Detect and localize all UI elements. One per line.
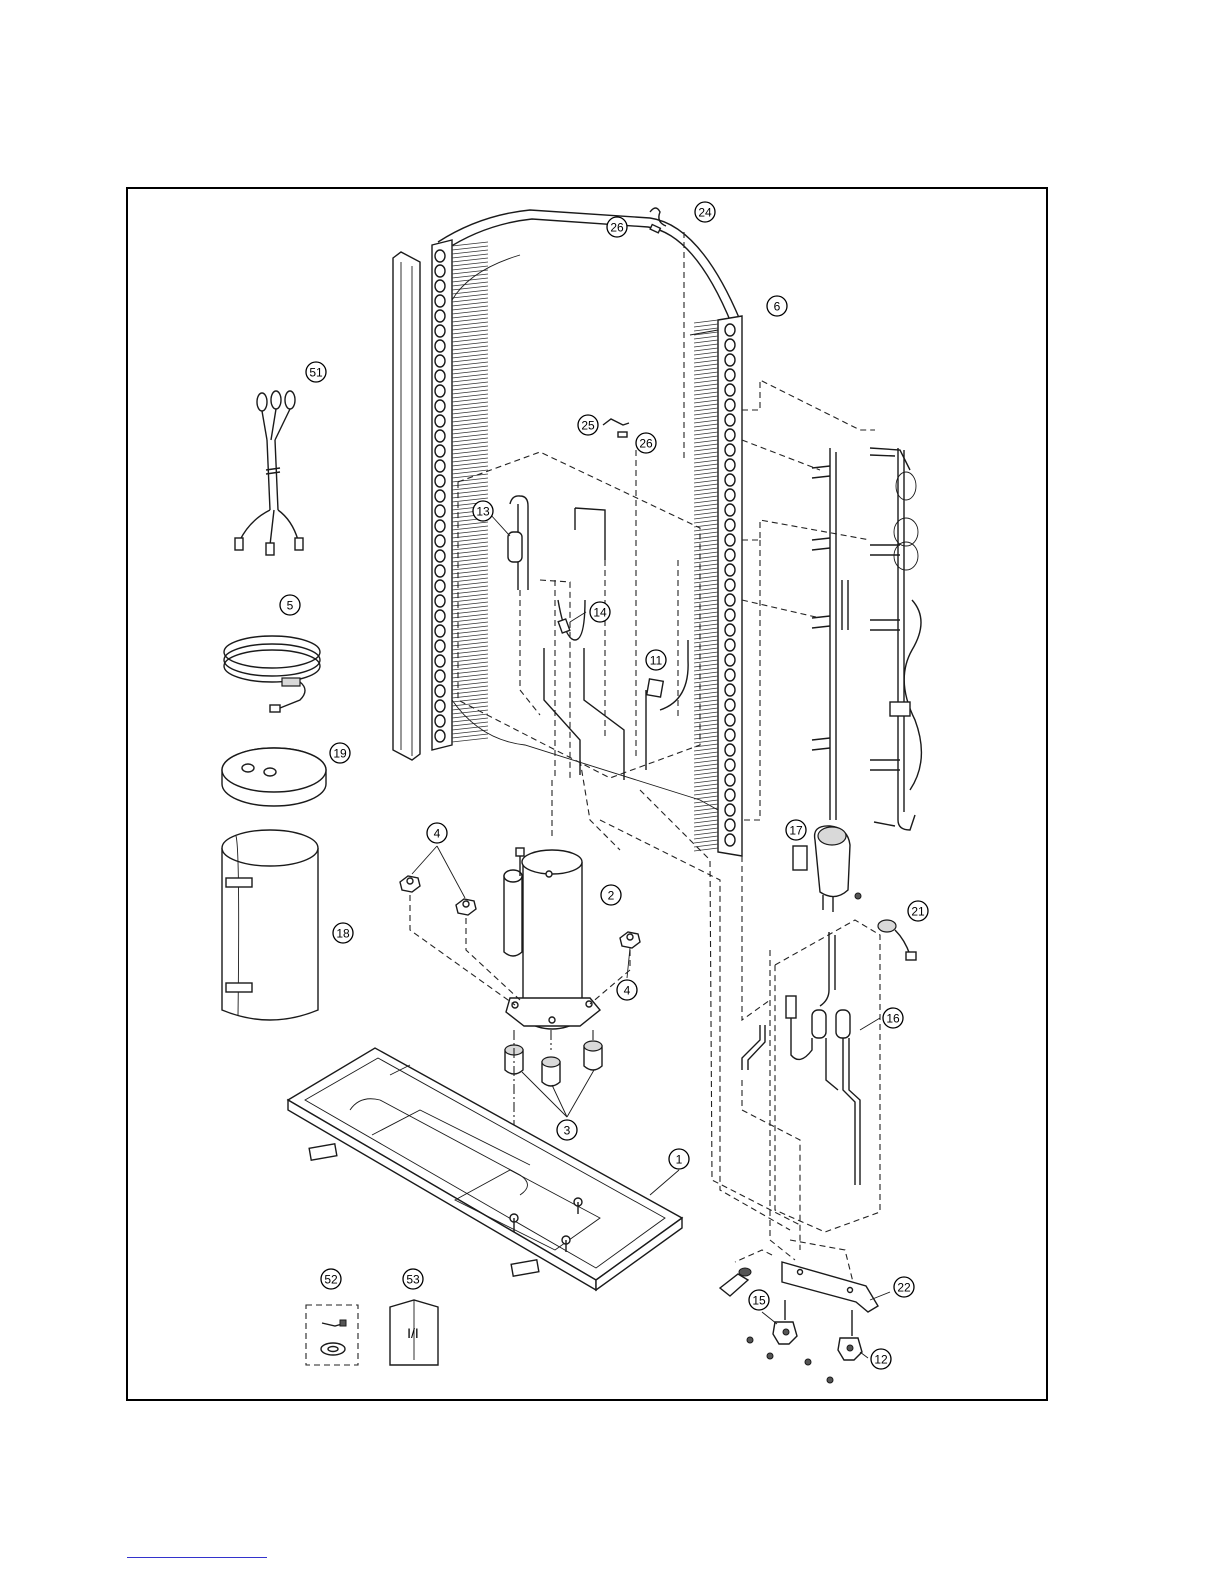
callout-label: 14	[593, 606, 607, 620]
callout-label: 13	[476, 505, 490, 519]
callout-17: 17	[786, 820, 806, 840]
callout-label: 3	[564, 1124, 571, 1138]
callout-label: 5	[287, 599, 294, 613]
power-cord-51	[235, 391, 303, 555]
callout-26: 26	[636, 433, 656, 453]
callout-label: 6	[774, 300, 781, 314]
installation-manual-53: I/I	[390, 1300, 438, 1365]
callout-label: 53	[406, 1273, 420, 1287]
callout-1: 1	[669, 1149, 689, 1169]
callout-19: 19	[330, 743, 350, 763]
callout-label: 24	[698, 206, 712, 220]
callout-4: 4	[427, 823, 447, 843]
callout-52: 52	[321, 1269, 341, 1289]
distributor-tubes	[742, 380, 921, 830]
callout-label: 1	[676, 1153, 683, 1167]
callout-15: 15	[749, 1290, 769, 1310]
base-pan-1	[288, 1048, 682, 1290]
callout-label: 51	[309, 366, 323, 380]
callout-3: 3	[557, 1120, 577, 1140]
callout-53: 53	[403, 1269, 423, 1289]
callout-5: 5	[280, 595, 300, 615]
callout-label: 16	[886, 1012, 900, 1026]
callout-label: 21	[911, 905, 925, 919]
callout-label: 26	[610, 221, 624, 235]
callout-label: 11	[650, 654, 663, 668]
callout-26: 26	[607, 217, 627, 237]
callout-2: 2	[601, 885, 621, 905]
callout-label: 12	[874, 1353, 888, 1367]
callout-label: 2	[608, 889, 615, 903]
callout-25: 25	[578, 415, 598, 435]
callout-6: 6	[767, 296, 787, 316]
callout-label: 26	[639, 437, 653, 451]
callout-18: 18	[333, 923, 353, 943]
callout-24: 24	[695, 202, 715, 222]
thermistor-24	[650, 208, 684, 460]
side-panel	[393, 252, 420, 760]
callout-label: 17	[789, 824, 803, 838]
callout-4: 4	[617, 980, 637, 1000]
four-way-valve-17	[793, 826, 861, 912]
compressor-2	[504, 848, 600, 1029]
callout-22: 22	[894, 1277, 914, 1297]
callout-13: 13	[473, 501, 493, 521]
thermistor-25	[603, 419, 636, 760]
callout-label: 18	[336, 927, 350, 941]
callout-51: 51	[306, 362, 326, 382]
callout-21: 21	[908, 901, 928, 921]
top-pad-19	[222, 748, 326, 806]
manual-label: I/I	[407, 1325, 419, 1341]
valve-bracket-22	[782, 1262, 890, 1312]
callout-12: 12	[871, 1349, 891, 1369]
accessory-kit-52	[306, 1305, 358, 1365]
pipe-assembly	[458, 452, 700, 850]
drain-plug	[720, 1268, 751, 1296]
callout-11: 11	[646, 650, 666, 670]
callout-label: 22	[897, 1281, 911, 1295]
callout-label: 19	[333, 747, 347, 761]
service-valve-12	[805, 1310, 868, 1383]
callout-label: 4	[624, 984, 631, 998]
callout-label: 52	[324, 1273, 338, 1287]
heater-band-5	[224, 636, 320, 712]
callout-label: 4	[434, 827, 441, 841]
footer-rule	[127, 1557, 267, 1558]
callout-label: 15	[752, 1294, 766, 1308]
sensor-21	[878, 920, 916, 960]
tube-set-16	[742, 920, 880, 1232]
condenser-coil	[432, 210, 742, 856]
callout-14: 14	[590, 602, 610, 622]
sound-jacket-18	[222, 830, 318, 1020]
callout-label: 25	[581, 419, 595, 433]
callout-16: 16	[883, 1008, 903, 1028]
